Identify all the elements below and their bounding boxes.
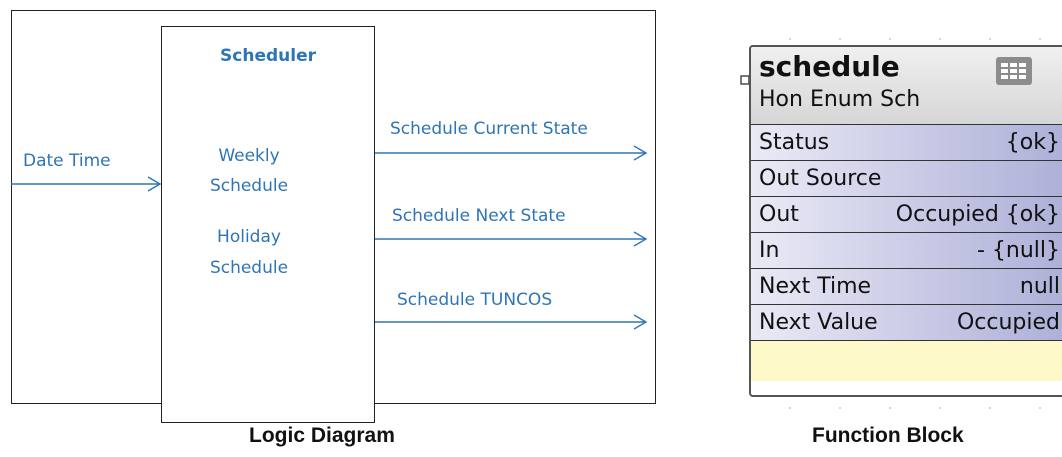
scheduler-block <box>161 26 375 423</box>
function-block-type: Hon Enum Sch <box>759 87 921 112</box>
function-block-footer <box>751 341 1062 381</box>
slot-next-time[interactable]: Next Time null <box>751 269 1062 305</box>
slot-value: Occupied {ok} <box>895 202 1060 227</box>
slot-value: - {null} <box>976 238 1060 263</box>
output-arrowhead-tuncos <box>633 314 648 330</box>
slot-value: Occupied <box>956 310 1060 335</box>
holiday-schedule-label: Schedule <box>209 258 289 278</box>
slot-label: Next Time <box>759 274 872 299</box>
output-current-state-label: Schedule Current State <box>390 119 588 139</box>
slot-value: null <box>1019 274 1060 299</box>
slot-in[interactable]: In - {null} <box>751 233 1062 269</box>
slot-label: Next Value <box>759 310 878 335</box>
output-next-state-label: Schedule Next State <box>392 206 566 226</box>
input-arrowhead <box>147 176 162 192</box>
slot-label: Out <box>759 202 799 227</box>
slot-value: {ok} <box>1005 130 1060 155</box>
function-block[interactable]: schedule Hon Enum Sch Status {ok} Out So… <box>749 45 1062 397</box>
calendar-icon <box>996 57 1032 85</box>
slot-label: In <box>759 238 780 263</box>
logic-diagram-caption: Logic Diagram <box>249 424 395 447</box>
slot-next-value[interactable]: Next Value Occupied <box>751 305 1062 341</box>
output-arrowhead-current-state <box>633 145 648 161</box>
scheduler-title: Scheduler <box>220 46 316 66</box>
weekly-label: Weekly <box>218 146 280 166</box>
slot-status[interactable]: Status {ok} <box>751 125 1062 161</box>
weekly-schedule-label: Schedule <box>209 176 289 196</box>
slot-out-source[interactable]: Out Source <box>751 161 1062 197</box>
slot-label: Status <box>759 130 830 155</box>
output-arrowhead-next-state <box>633 231 648 247</box>
function-block-header[interactable]: schedule Hon Enum Sch <box>751 47 1062 125</box>
wiresheet-grid-dots <box>789 38 1041 409</box>
slot-out[interactable]: Out Occupied {ok} <box>751 197 1062 233</box>
slot-label: Out Source <box>759 166 882 191</box>
function-block-caption: Function Block <box>812 424 964 447</box>
holiday-label: Holiday <box>217 227 281 247</box>
function-block-name: schedule <box>759 50 900 83</box>
output-tuncos-label: Schedule TUNCOS <box>397 290 553 310</box>
input-date-time-label: Date Time <box>23 151 111 171</box>
